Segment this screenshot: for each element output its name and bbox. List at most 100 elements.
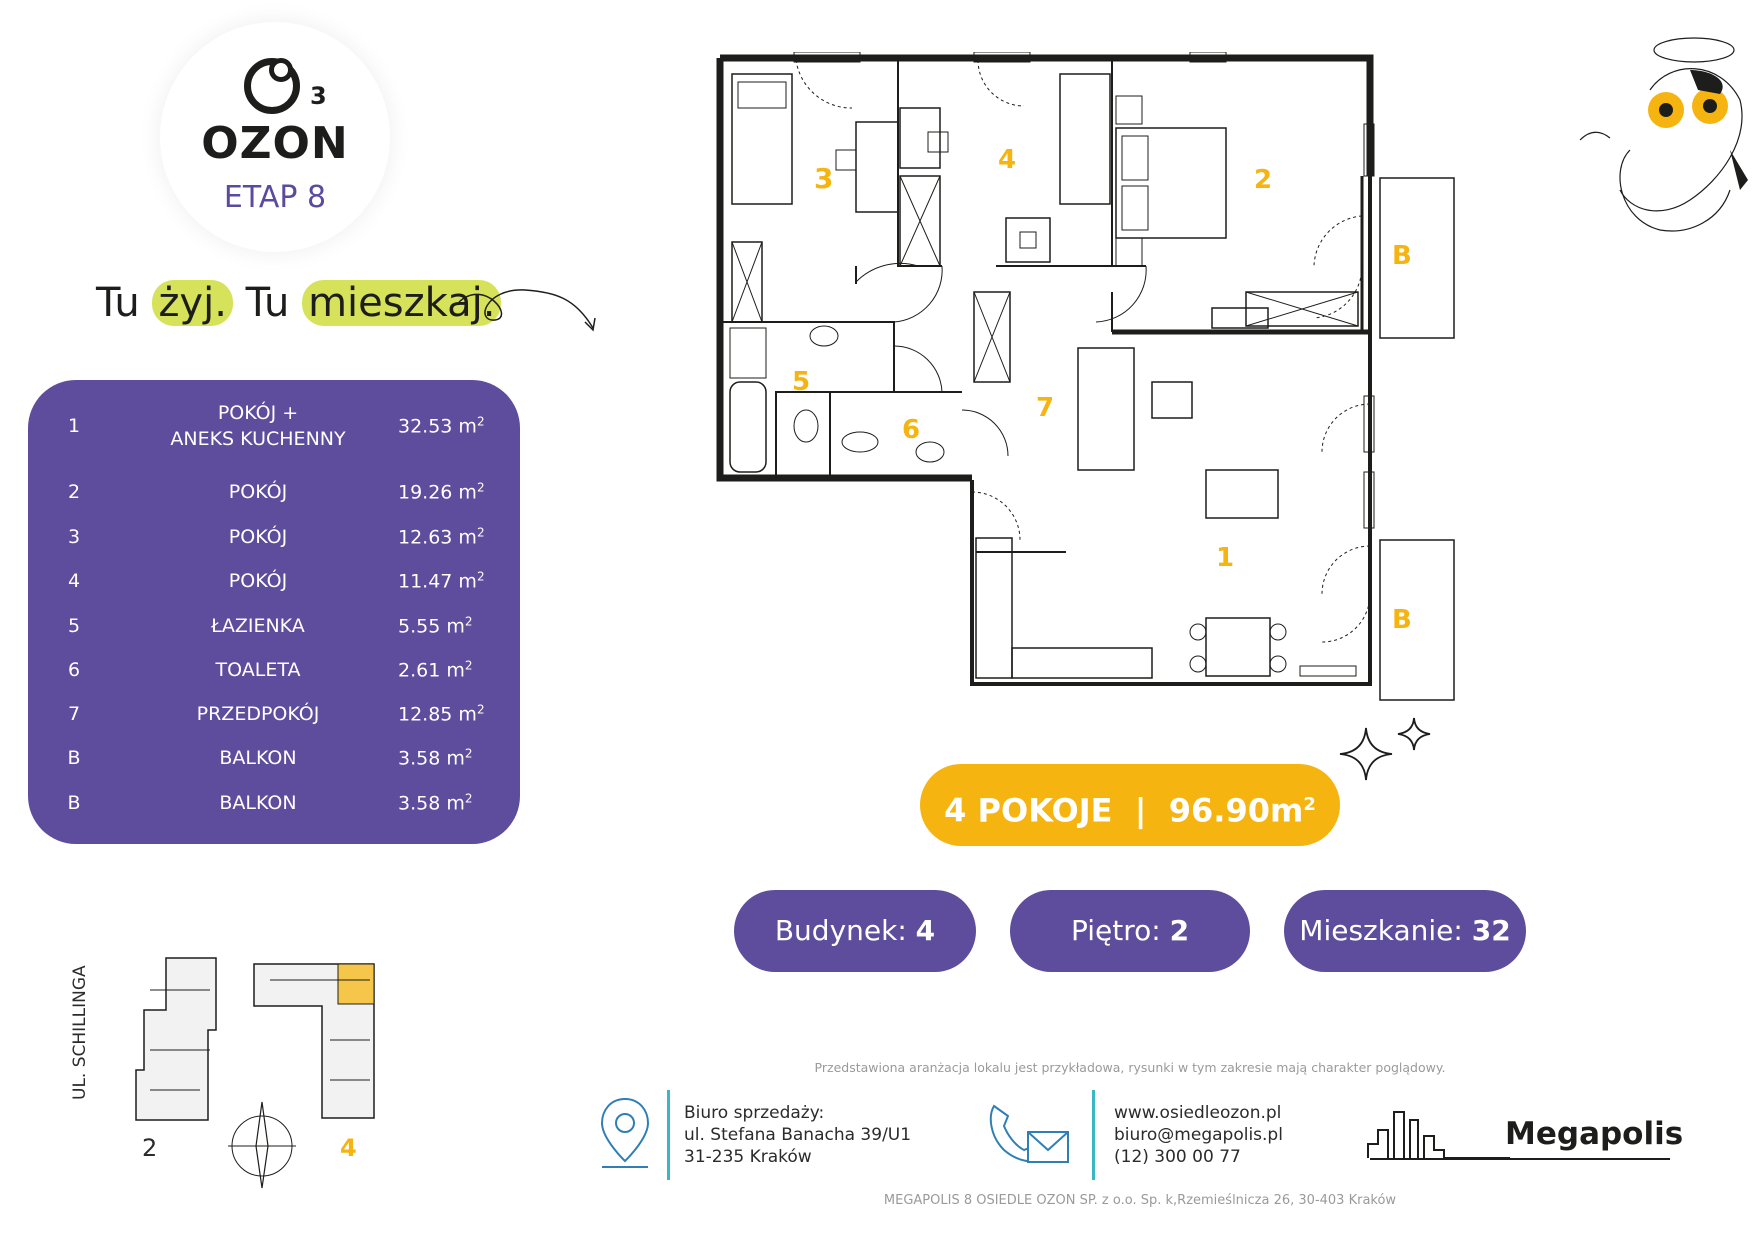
room-name: POKÓJ — [228, 570, 288, 592]
logo-subscript: 3 — [310, 82, 327, 110]
sales-office: Biuro sprzedaży: ul. Stefana Banacha 39/… — [684, 1102, 911, 1168]
plan-label-1: 1 — [1216, 543, 1234, 573]
room-area: 19.26 m2 — [398, 480, 513, 503]
rooms-count: 4 POKOJE — [944, 791, 1113, 830]
building-badge: Budynek: 4 — [734, 890, 976, 972]
flat-value: 32 — [1471, 914, 1511, 947]
slogan-part2: Tu — [232, 280, 303, 326]
sparkle-icon — [1339, 717, 1431, 781]
total-area-unit: m — [1269, 791, 1304, 830]
room-name: PRZEDPOKÓJ — [196, 703, 320, 725]
room-area: 32.53 m2 — [398, 414, 513, 437]
street-label: UL. SCHILLINGA — [70, 965, 90, 1100]
floor-label: Piętro: — [1070, 914, 1161, 947]
flat-label: Mieszkanie: — [1299, 914, 1463, 947]
table-row: B BALKON 3.58 m2 — [28, 738, 520, 778]
table-row: 5 ŁAZIENKA 5.55 m2 — [28, 606, 520, 646]
separator — [667, 1090, 670, 1180]
slogan-highlight-2: mieszkaj. — [302, 280, 502, 326]
room-number: 4 — [67, 570, 81, 592]
apartment-summary-badge: 4 POKOJE | 96.90m2 — [920, 764, 1340, 846]
developer-logo: Megapolis — [1505, 1116, 1684, 1152]
room-name: ŁAZIENKA — [211, 615, 305, 637]
mascot-illustration-icon — [1579, 37, 1748, 232]
room-number: 1 — [67, 415, 81, 437]
room-name: POKÓJ + ANEKS KUCHENNY — [138, 400, 378, 452]
room-area-value: 3.58 m — [398, 747, 465, 770]
plan-label-7: 7 — [1036, 393, 1054, 423]
contact-info: www.osiedleozon.pl biuro@megapolis.pl (1… — [1114, 1102, 1283, 1168]
disclaimer: Przedstawiona aranżacja lokalu jest przy… — [814, 1060, 1446, 1075]
flat-badge: Mieszkanie: 32 — [1284, 890, 1526, 972]
slogan-part1: Tu — [96, 280, 153, 326]
etap-label: ETAP 8 — [223, 180, 327, 215]
email-link[interactable]: biuro@megapolis.pl — [1114, 1125, 1283, 1145]
room-name-line2: ANEKS KUCHENNY — [170, 428, 346, 450]
room-number: 3 — [67, 526, 81, 548]
room-number: 5 — [67, 615, 81, 637]
summary-divider: | — [1134, 791, 1147, 830]
room-number: B — [67, 792, 81, 814]
office-line-1: Biuro sprzedaży: — [684, 1103, 825, 1123]
room-number: 7 — [67, 703, 81, 725]
building-label: Budynek: — [774, 914, 907, 947]
room-name: POKÓJ — [228, 481, 288, 503]
table-row: 3 POKÓJ 12.63 m2 — [28, 517, 520, 557]
slogan-highlight-1: żyj. — [152, 280, 233, 326]
room-area: 3.58 m2 — [398, 791, 513, 814]
office-line-3: 31-235 Kraków — [684, 1147, 812, 1167]
unit-sup: 2 — [464, 791, 473, 806]
room-area-value: 5.55 m — [398, 615, 465, 638]
room-name-line1: POKÓJ + — [217, 402, 299, 424]
table-row: 2 POKÓJ 19.26 m2 — [28, 472, 520, 512]
building-2-label: 2 — [142, 1134, 158, 1162]
developer-logo-underline — [1370, 1158, 1670, 1160]
unit-sup: 2 — [476, 414, 485, 429]
logo-o-dot — [269, 58, 293, 82]
unit-sup: 2 — [464, 614, 473, 629]
room-area: 3.58 m2 — [398, 746, 513, 769]
plan-label-5: 5 — [792, 367, 810, 397]
room-area-value: 32.53 m — [398, 415, 477, 438]
plan-label-2: 2 — [1254, 165, 1272, 195]
total-area: 96.90 — [1168, 791, 1270, 830]
room-area: 2.61 m2 — [398, 658, 513, 681]
room-area-value: 11.47 m — [398, 570, 477, 593]
room-name: TOALETA — [215, 659, 301, 681]
unit-sup: 2 — [464, 658, 473, 673]
table-row: 4 POKÓJ 11.47 m2 — [28, 561, 520, 601]
unit-sup: 2 — [476, 525, 485, 540]
floor-plan: 3 4 2 B 5 6 7 1 B — [716, 52, 1455, 701]
plan-label-3: 3 — [814, 162, 833, 195]
unit-sup: 2 — [476, 569, 485, 584]
slogan-arrow-icon — [458, 289, 596, 332]
room-area: 12.85 m2 — [398, 702, 513, 725]
room-number: 2 — [67, 481, 81, 503]
phone-mail-icon — [989, 1104, 1069, 1163]
plan-label-6: 6 — [902, 415, 920, 445]
room-name: BALKON — [219, 792, 297, 814]
building-value: 4 — [915, 914, 936, 947]
room-table: 1 POKÓJ +ANEKS KUCHENNY 32.53 m2 2 POKÓJ… — [28, 380, 520, 844]
table-row: B BALKON 3.58 m2 — [28, 783, 520, 823]
site-plan — [135, 957, 375, 1121]
phone-number[interactable]: (12) 300 00 77 — [1114, 1147, 1241, 1167]
logo-wordmark: OZON — [201, 118, 349, 169]
plan-label-balcony-1: B — [1392, 241, 1412, 271]
separator — [1092, 1090, 1095, 1180]
table-row: 6 TOALETA 2.61 m2 — [28, 650, 520, 690]
unit-sup: 2 — [476, 480, 485, 495]
total-area-unit-sup: 2 — [1303, 794, 1316, 815]
room-area-value: 19.26 m — [398, 481, 477, 504]
unit-sup: 2 — [476, 702, 485, 717]
office-line-2: ul. Stefana Banacha 39/U1 — [684, 1125, 912, 1145]
skyline-icon — [1367, 1111, 1510, 1159]
building-4-label: 4 — [340, 1134, 357, 1162]
room-area-value: 12.63 m — [398, 526, 477, 549]
room-number: B — [67, 747, 81, 769]
room-name: BALKON — [219, 747, 297, 769]
room-area: 12.63 m2 — [398, 525, 513, 548]
room-area-value: 12.85 m — [398, 703, 477, 726]
website-link[interactable]: www.osiedleozon.pl — [1114, 1103, 1282, 1123]
room-number: 6 — [67, 659, 81, 681]
